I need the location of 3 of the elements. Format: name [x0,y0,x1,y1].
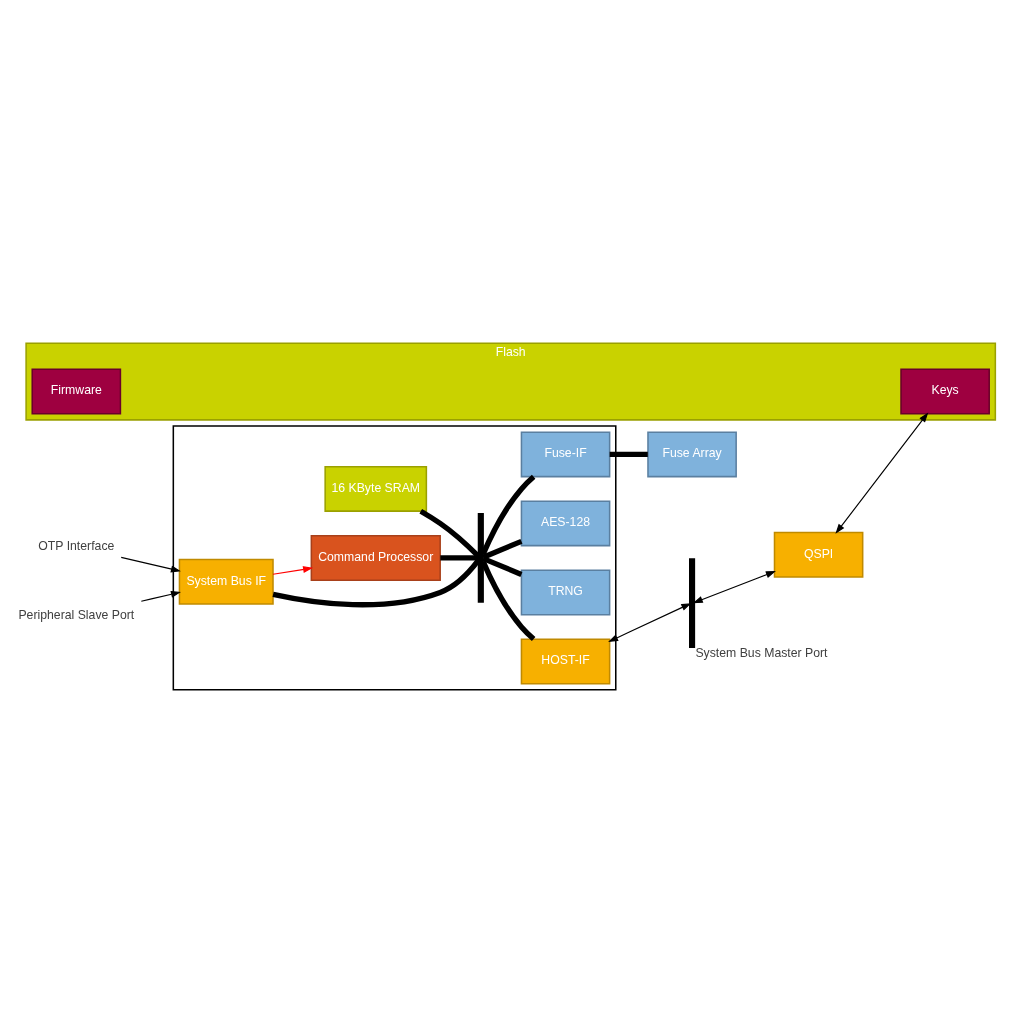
node-label: System Bus Master Port [695,645,828,660]
node-text: Peripheral Slave Port [18,607,135,622]
node-text: OTP Interface [38,538,115,553]
